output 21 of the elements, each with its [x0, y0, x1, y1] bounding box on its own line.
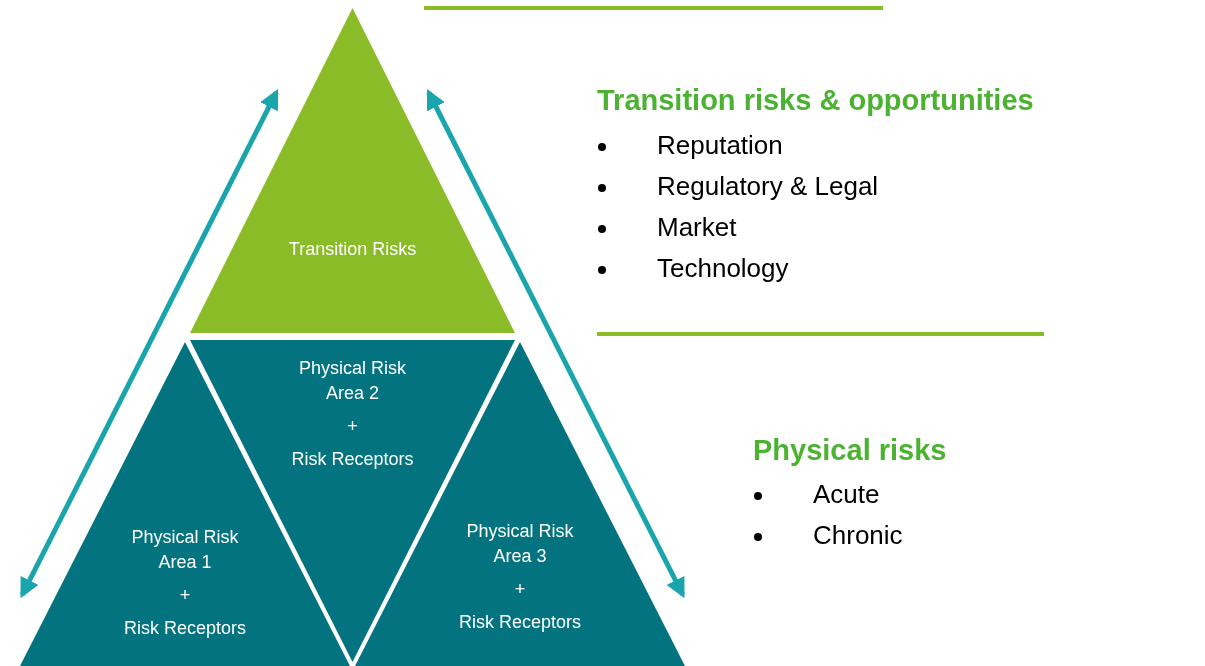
triangle-label: Physical Risk Area 2: [298, 357, 407, 405]
list-item: Acute: [813, 479, 880, 510]
list-item: Regulatory & Legal: [657, 171, 879, 202]
triangle-label: Risk Receptors: [123, 617, 246, 640]
triangle-label: +: [179, 584, 191, 607]
double-arrow: [20, 88, 279, 599]
triangle-label: +: [514, 578, 526, 601]
section-heading: Transition risks & opportunities: [597, 84, 1034, 117]
triangle-label: Physical Risk Area 1: [130, 526, 240, 574]
triangle-label: Risk Receptors: [458, 611, 581, 634]
triangle-shape: [190, 8, 515, 333]
list-item: Reputation: [657, 130, 783, 161]
triangle-label: +: [347, 415, 358, 438]
double-arrow: [426, 88, 685, 599]
triangle-label: Risk Receptors: [291, 448, 414, 471]
triangle-label: Transition Risks: [288, 238, 417, 261]
list-item: Market: [657, 212, 737, 243]
list-item: Technology: [657, 253, 789, 284]
triangle-label: Physical Risk Area 3: [465, 520, 575, 568]
section-heading: Physical risks: [753, 434, 947, 467]
list-item: Chronic: [813, 520, 903, 551]
